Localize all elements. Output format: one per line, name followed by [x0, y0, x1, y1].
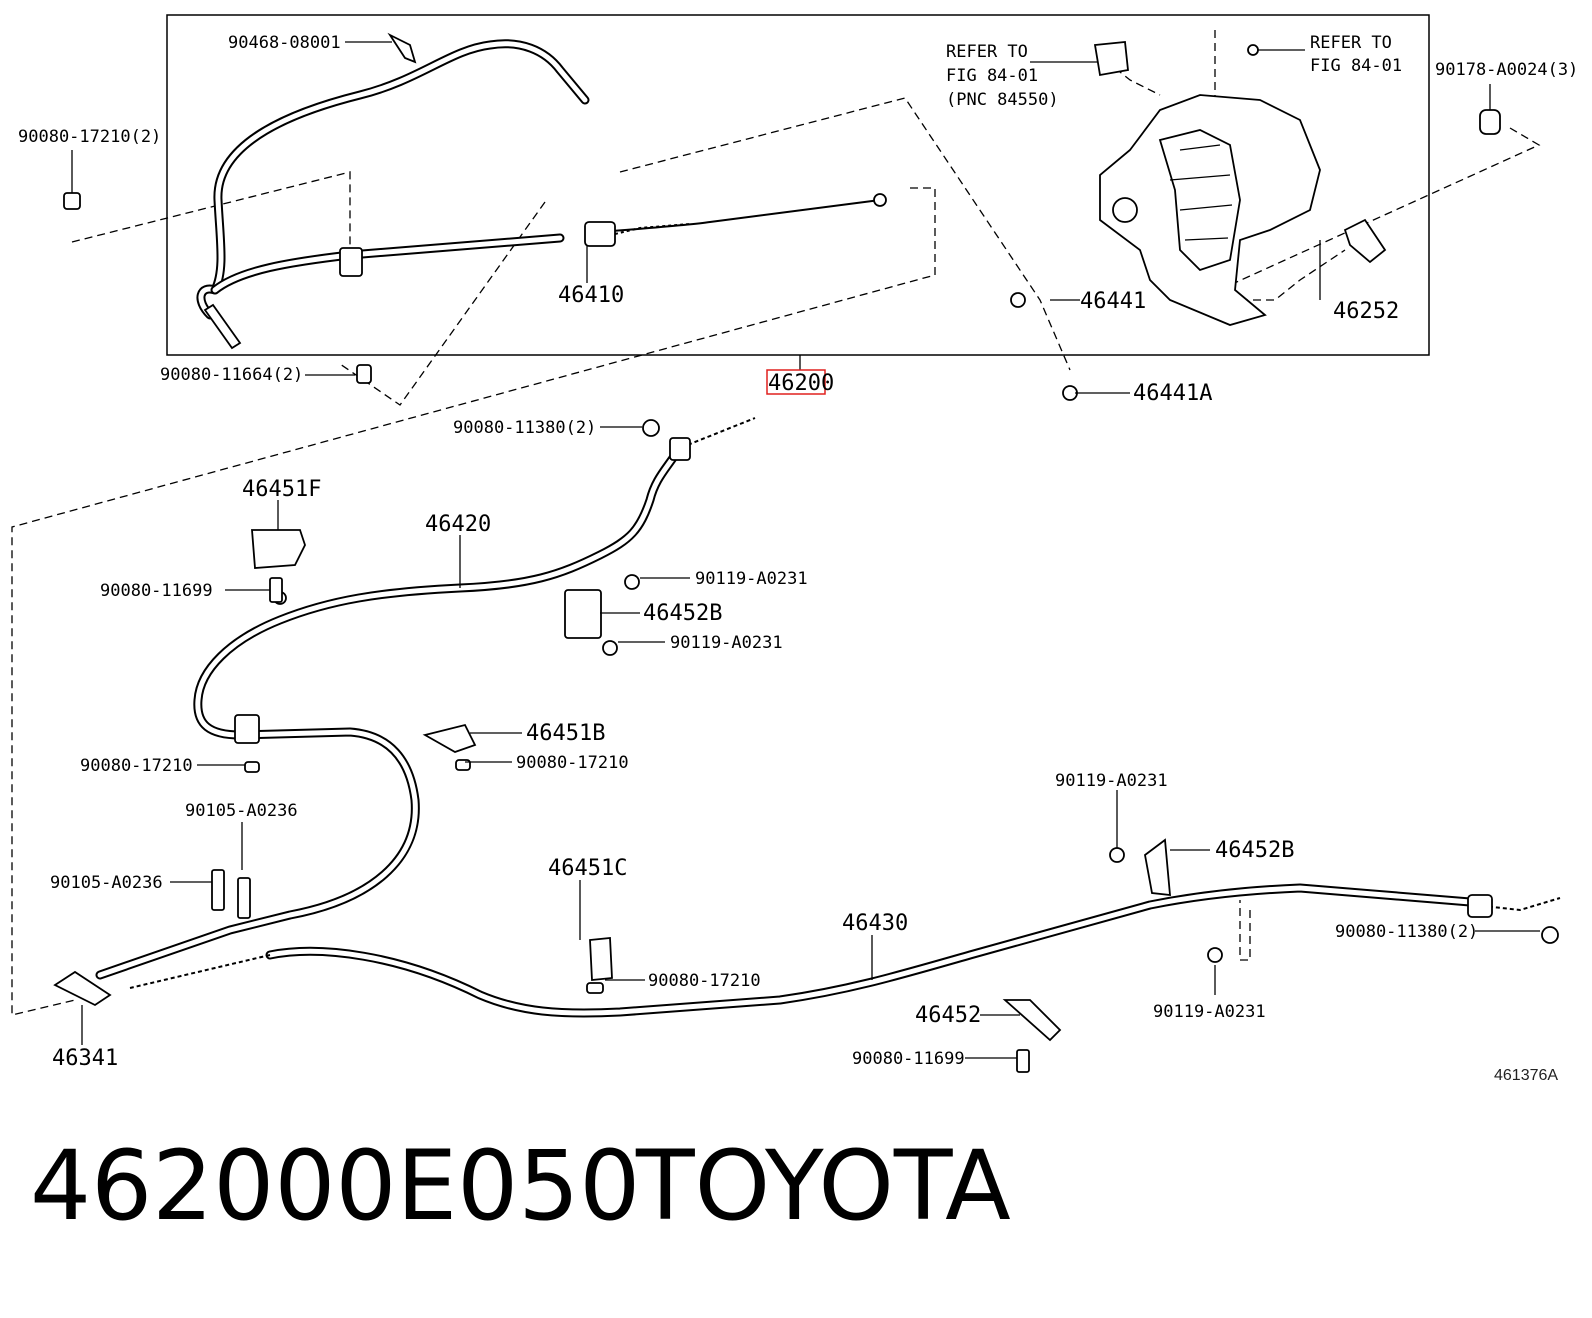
cable-46420[interactable] — [95, 417, 756, 980]
label-90080-11380-top[interactable]: 90080-11380(2) — [453, 418, 596, 438]
brand-title: TOYOTA — [636, 1130, 1011, 1242]
label-refer-right-2: FIG 84-01 — [1310, 56, 1402, 76]
label-refer-left-3: (PNC 84550) — [946, 90, 1059, 110]
highlight-box-46200 — [766, 369, 826, 395]
label-refer-right-1: REFER TO — [1310, 33, 1392, 53]
part-labels: 90468-08001 90080-17210(2) REFER TO FIG … — [18, 33, 1578, 1084]
label-46441a[interactable]: 46441A — [1133, 381, 1212, 406]
label-90178-a0024[interactable]: 90178-A0024(3) — [1435, 60, 1578, 80]
label-90080-17210-bottom[interactable]: 90080-17210 — [648, 971, 761, 991]
label-90080-17210-left[interactable]: 90080-17210 — [80, 756, 193, 776]
cable-46410[interactable] — [196, 39, 887, 350]
label-90119-a0231-a[interactable]: 90119-A0231 — [695, 569, 808, 589]
label-90105-a0236-left[interactable]: 90105-A0236 — [50, 873, 163, 893]
label-46452b-top[interactable]: 46452B — [643, 601, 722, 626]
label-90080-11380-right[interactable]: 90080-11380(2) — [1335, 922, 1478, 942]
label-46451c[interactable]: 46451C — [548, 856, 627, 881]
label-90080-17210-2-top[interactable]: 90080-17210(2) — [18, 127, 161, 147]
leader-lines — [71, 41, 1540, 1059]
upper-fasteners — [63, 32, 417, 384]
diagram-reference-code: 461376A — [1494, 1067, 1558, 1084]
label-90080-11699-top[interactable]: 90080-11699 — [100, 581, 213, 601]
phantom-lines — [11, 30, 1541, 1016]
label-46451f[interactable]: 46451F — [242, 477, 321, 502]
label-90119-a0231-d[interactable]: 90119-A0231 — [1153, 1002, 1266, 1022]
label-90119-a0231-b[interactable]: 90119-A0231 — [670, 633, 783, 653]
assembly-frame — [166, 14, 1430, 356]
label-46451b[interactable]: 46451B — [526, 721, 605, 746]
label-46430[interactable]: 46430 — [842, 911, 908, 936]
label-46452[interactable]: 46452 — [915, 1003, 981, 1028]
label-46252[interactable]: 46252 — [1333, 299, 1399, 324]
label-46341[interactable]: 46341 — [52, 1046, 118, 1071]
label-46420[interactable]: 46420 — [425, 512, 491, 537]
label-46200[interactable]: 46200 — [768, 371, 834, 396]
label-90080-17210-mid[interactable]: 90080-17210 — [516, 753, 629, 773]
label-90468-08001[interactable]: 90468-08001 — [228, 33, 341, 53]
label-refer-left-2: FIG 84-01 — [946, 66, 1038, 86]
label-46410[interactable]: 46410 — [558, 283, 624, 308]
label-90080-11664[interactable]: 90080-11664(2) — [160, 365, 303, 385]
label-46452b-right[interactable]: 46452B — [1215, 838, 1294, 863]
equalizer-46341[interactable] — [53, 869, 251, 1007]
label-46441[interactable]: 46441 — [1080, 289, 1146, 314]
part-number-title: 462000E050 — [30, 1130, 641, 1242]
label-refer-left-1: REFER TO — [946, 42, 1028, 62]
label-90080-11699-bottom[interactable]: 90080-11699 — [852, 1049, 965, 1069]
label-90119-a0231-c[interactable]: 90119-A0231 — [1055, 771, 1168, 791]
cable-46430[interactable] — [129, 577, 1561, 1073]
label-90105-a0236-top[interactable]: 90105-A0236 — [185, 801, 298, 821]
parking-brake-lever-assembly[interactable] — [1010, 41, 1501, 401]
